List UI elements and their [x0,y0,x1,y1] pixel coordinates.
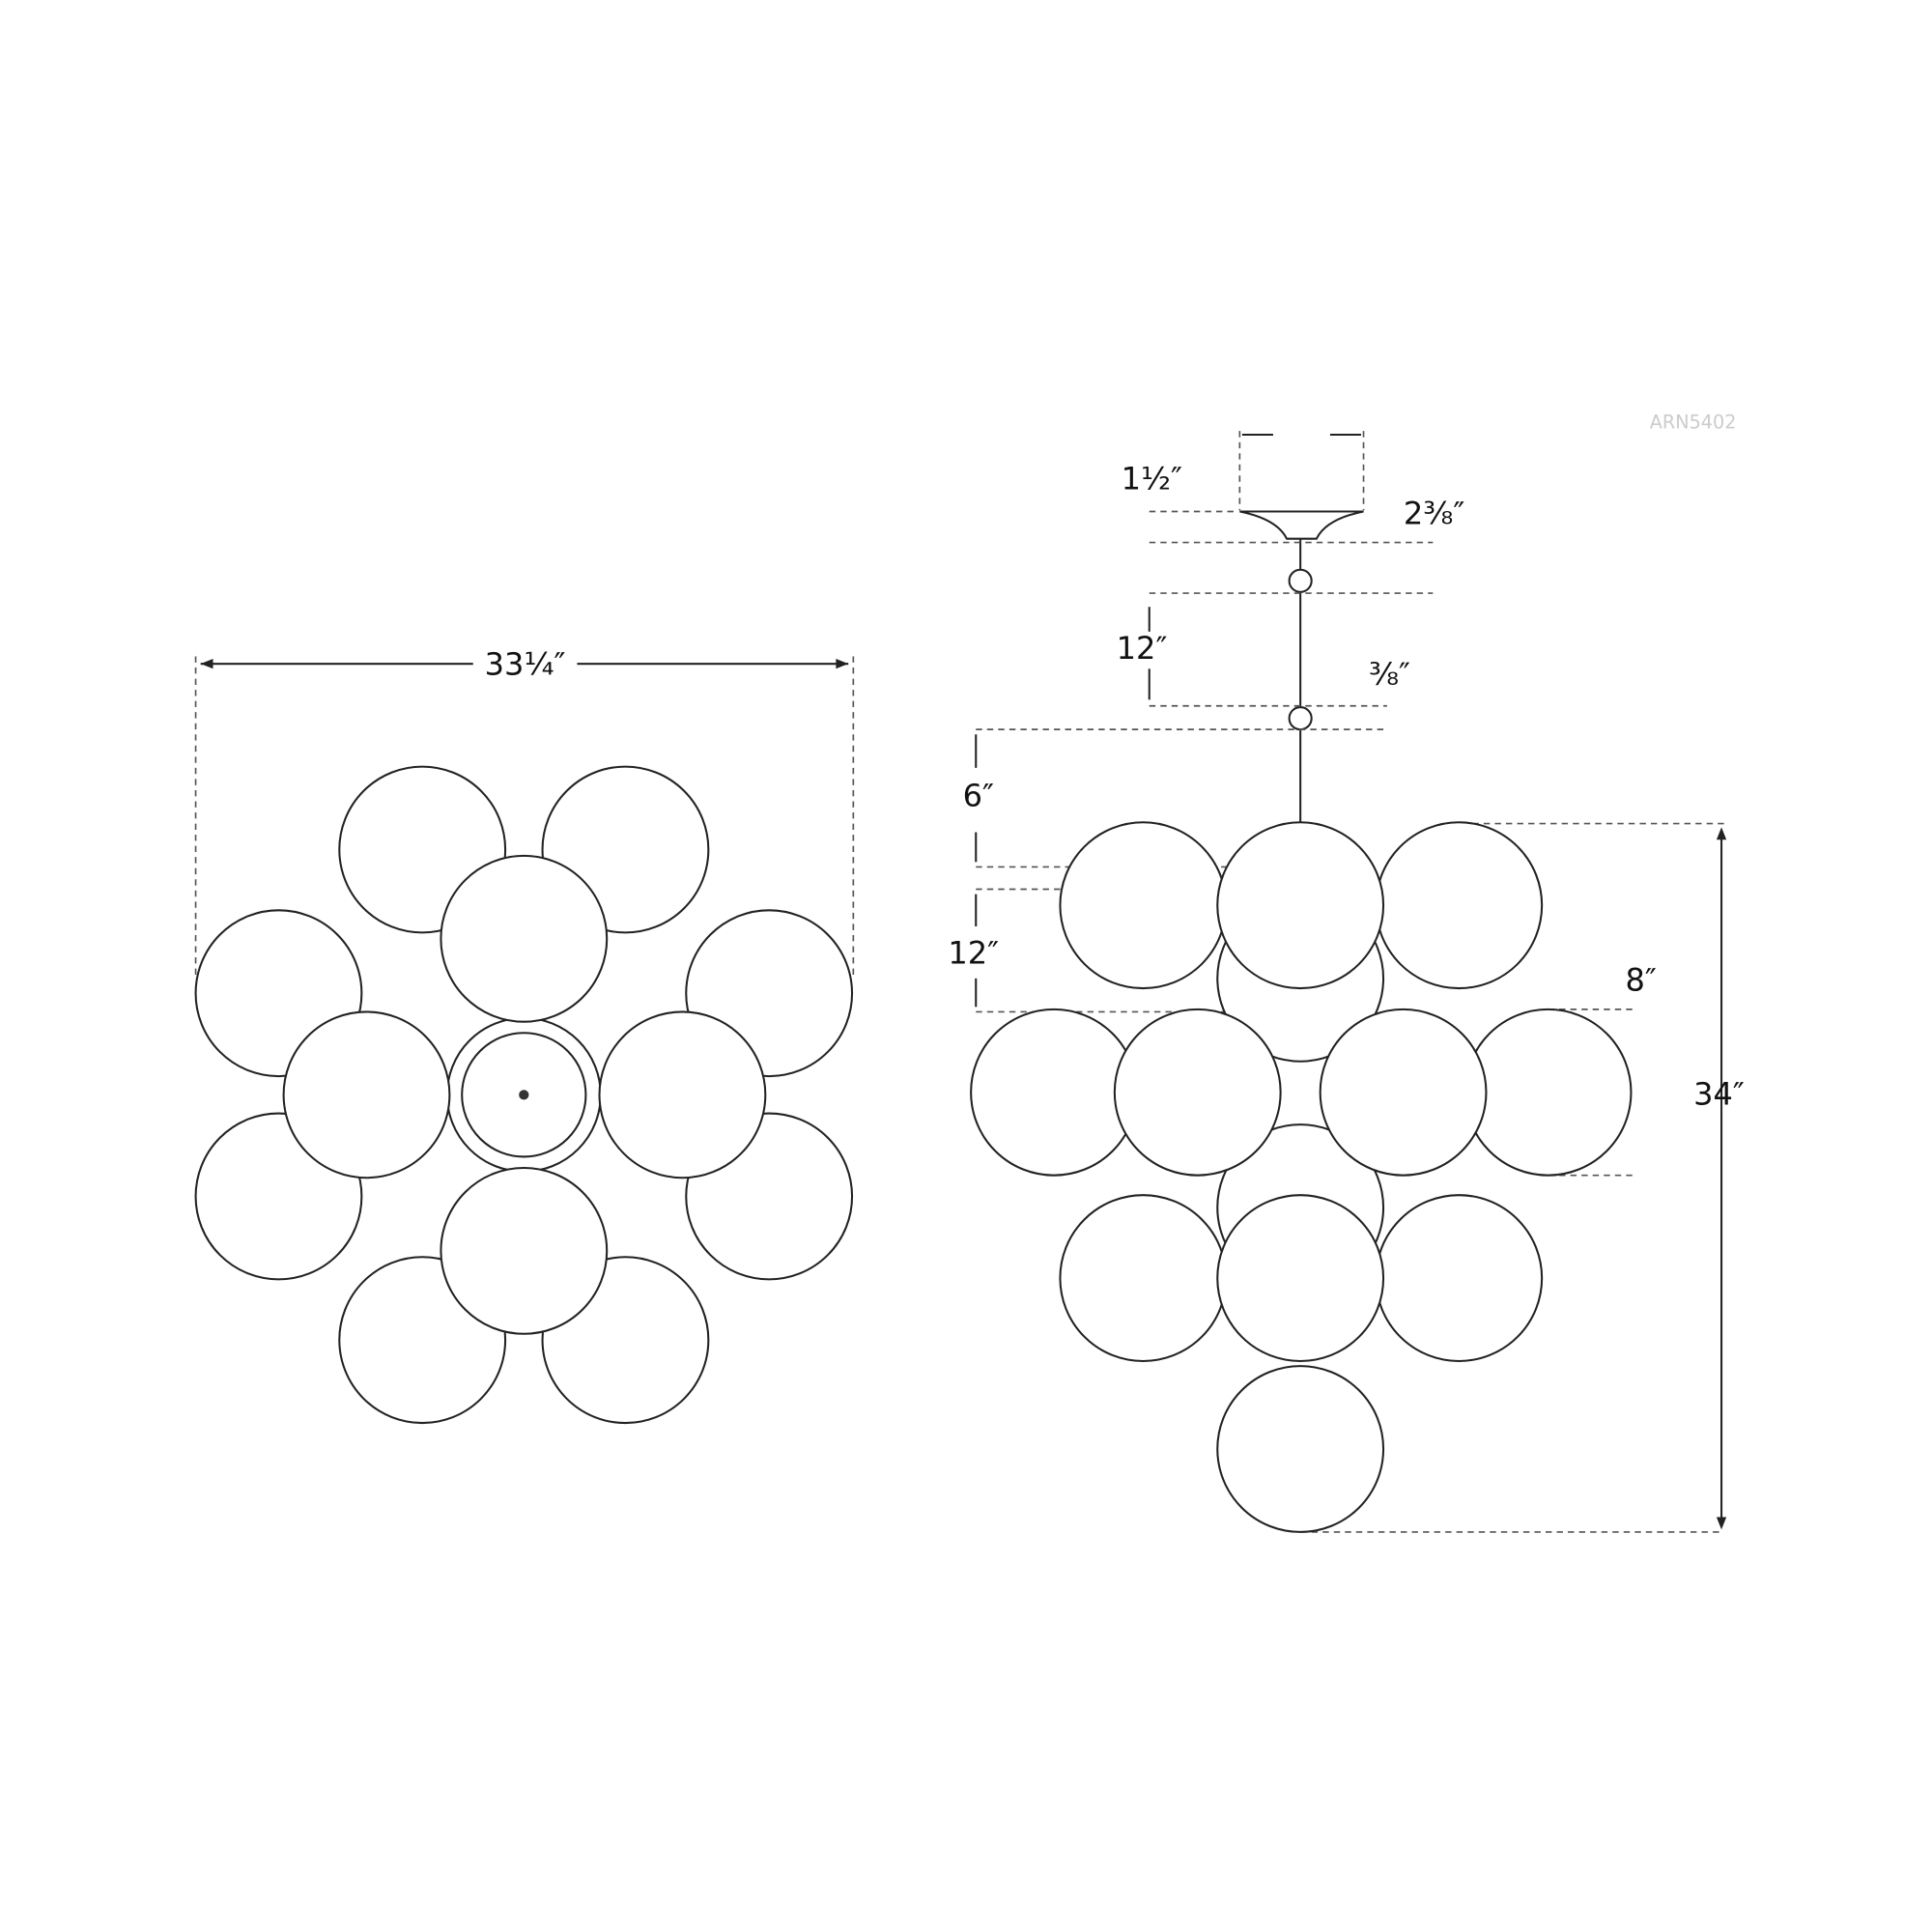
globe [1216,1365,1385,1533]
globe [1375,821,1544,990]
globe [1113,1008,1282,1177]
globe [598,1010,767,1179]
globe [440,1166,609,1335]
joint-label: ⅜″ [1369,656,1410,693]
globe [1319,1008,1488,1177]
canopy-height-label: 1½″ [1122,460,1182,497]
globe [1059,821,1228,990]
canopy [1239,510,1364,540]
stem-knuckle [1288,568,1313,593]
globe [282,1010,451,1179]
globe [1216,821,1385,990]
globe [1216,1194,1385,1362]
tier-spacing-label: 12″ [948,934,999,971]
globe [1375,1194,1544,1362]
stem-upper-label: 12″ [1117,630,1168,667]
elevation-view: 1½″ 2⅜″ 12″ ⅜″ 6″ 12″ 8″ 34″ [948,431,1745,1533]
plan-view: 33¼″ [194,646,855,1425]
globe [970,1008,1138,1177]
globe [1059,1194,1228,1362]
stem-lower-label: 6″ [963,778,994,814]
product-code: ARN5402 [1650,412,1737,434]
globe-diameter-label: 8″ [1626,962,1657,999]
globe [1463,1008,1633,1177]
center-hub [519,1090,529,1100]
width-label: 33¼″ [485,646,566,683]
stem-knuckle [1288,706,1313,731]
body-height-label: 34″ [1693,1076,1745,1113]
canopy-width-label: 2⅜″ [1404,495,1464,531]
globe [440,854,609,1023]
